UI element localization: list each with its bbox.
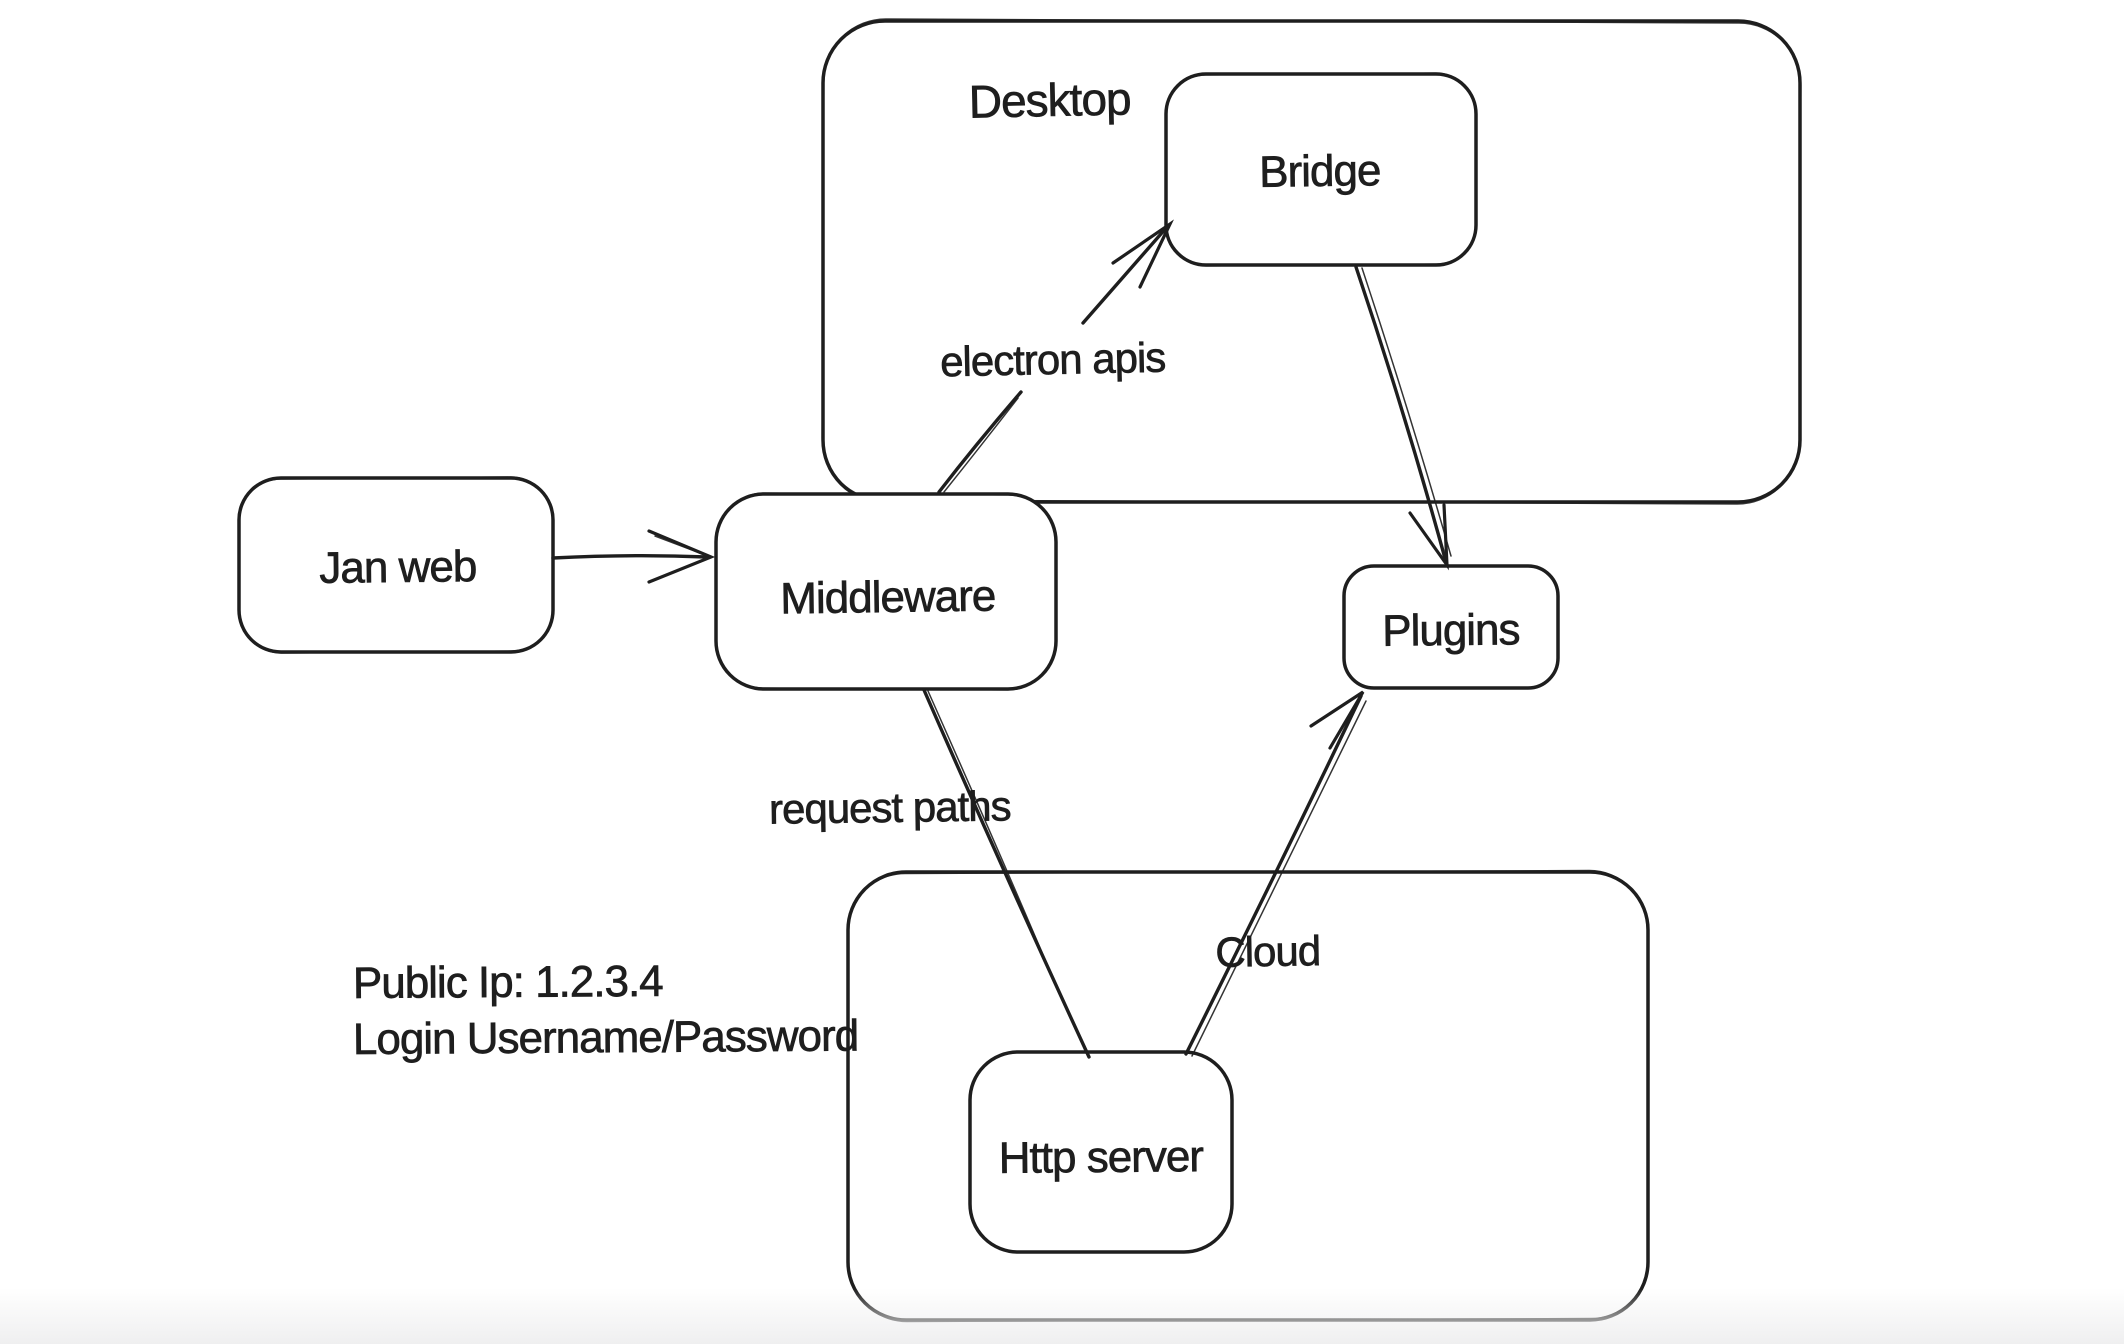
middleware-box-sketch-stroke <box>714 492 1058 691</box>
http-server-label: Http server <box>999 1132 1204 1183</box>
bridge-box-sketch-stroke <box>1164 72 1478 267</box>
arrowhead-up-right <box>1111 219 1174 289</box>
annotation-public-ip: Public Ip: 1.2.3.4 <box>353 957 664 1008</box>
edge-label-request-paths[interactable]: request paths <box>768 782 1011 833</box>
arrow-line-sketch-stroke <box>1361 267 1452 557</box>
middleware-label: Middleware <box>780 572 996 624</box>
connector-line <box>922 688 1091 1059</box>
edge-label-electron-apis[interactable]: electron apis <box>939 333 1166 386</box>
container-cloud[interactable]: Cloud <box>846 869 1650 1323</box>
plugins-label: Plugins <box>1382 605 1520 655</box>
arrowhead-right <box>647 529 716 584</box>
jan-web-label: Jan web <box>319 542 476 593</box>
annotation-credentials[interactable]: Public Ip: 1.2.3.4 Login Username/Passwo… <box>352 956 859 1064</box>
node-jan-web[interactable] <box>237 476 555 654</box>
arrow-line-sketch-stroke <box>943 397 1019 493</box>
arrow-bridge-to-plugins[interactable] <box>1354 265 1452 571</box>
arrow-http-server-to-plugins[interactable] <box>1184 690 1367 1057</box>
container-desktop[interactable]: Desktop <box>821 18 1802 505</box>
arrow-middleware-to-bridge[interactable] <box>937 219 1174 494</box>
connector-sketch-stroke <box>927 690 1061 996</box>
arrowhead-down <box>1408 503 1449 571</box>
arrow-line-segment-upper <box>1081 225 1169 325</box>
arrow-line <box>1354 265 1448 564</box>
annotation-login: Login Username/Password <box>353 1011 859 1064</box>
arrowhead-up-right <box>1309 690 1365 750</box>
http-server-box-sketch-stroke <box>968 1050 1234 1254</box>
desktop-container-box-sketch-stroke <box>821 18 1802 505</box>
arrow-line-sketch-stroke <box>1191 700 1367 1057</box>
node-plugins[interactable] <box>1342 564 1560 690</box>
node-bridge[interactable] <box>1164 72 1478 267</box>
plugins-box-sketch-stroke <box>1342 564 1560 690</box>
cloud-container-label: Cloud <box>1215 927 1321 976</box>
arrow-line <box>551 554 709 560</box>
arrow-jan-web-to-middleware[interactable] <box>551 529 716 584</box>
arrow-line <box>1184 694 1363 1056</box>
line-middleware-to-http-server[interactable] <box>922 688 1091 1059</box>
node-middleware[interactable] <box>714 492 1058 691</box>
arrowhead-sketch-stroke <box>654 535 709 557</box>
bridge-label: Bridge <box>1259 146 1381 197</box>
desktop-container-label: Desktop <box>968 72 1131 127</box>
arrow-line-segment-lower <box>937 390 1023 494</box>
node-http-server[interactable] <box>968 1050 1234 1254</box>
jan-web-box-sketch-stroke <box>237 476 555 654</box>
